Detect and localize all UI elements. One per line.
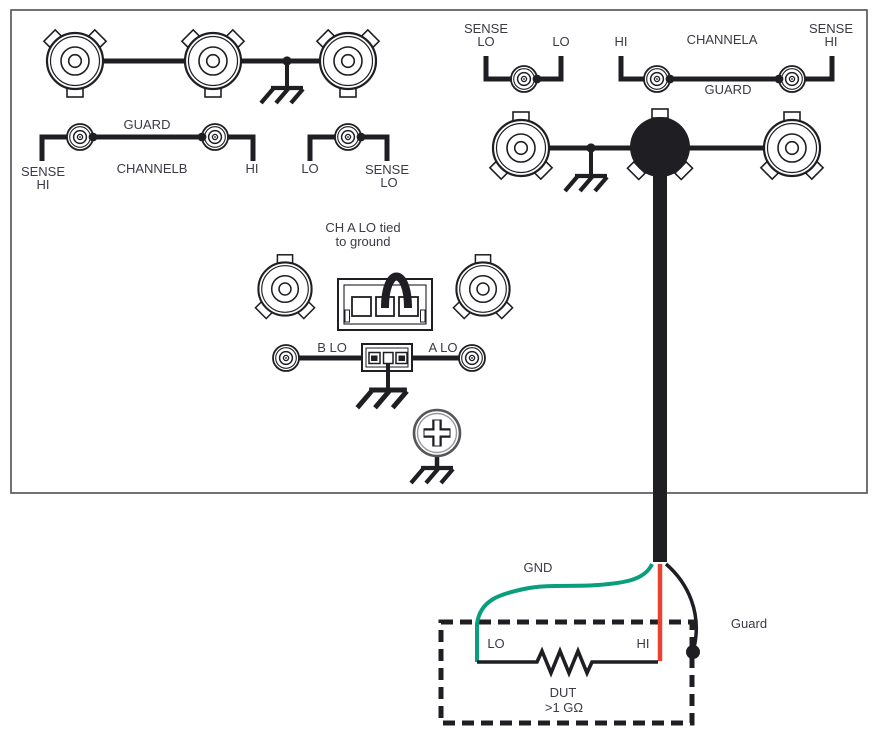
resistor-symbol (477, 646, 658, 678)
gnd-wire (475, 563, 654, 662)
lo-tie-row: B LO A LO (272, 340, 486, 408)
dut-hi-label: HI (637, 636, 650, 651)
sense-lo-label-a2: LO (477, 34, 494, 49)
sense-hi-label-b1: SENSE (21, 164, 65, 179)
gnd-label: GND (524, 560, 553, 575)
block-slot-right (420, 309, 426, 323)
hi-label-a: HI (615, 34, 628, 49)
block-slot-left (344, 309, 350, 323)
sense-hi-label-b2: HI (37, 177, 50, 192)
channel-b-label: CHANNELB (117, 161, 188, 176)
hi-label-b: HI (246, 161, 259, 176)
dut-value-label: >1 GΩ (545, 700, 584, 715)
a-lo-label: A LO (429, 340, 458, 355)
lo-terminal-2 (382, 351, 394, 365)
dut-section: GND Guard LO HI DUT >1 GΩ (438, 560, 767, 726)
ground-screw-section (411, 410, 460, 483)
triax-jack (272, 344, 300, 372)
jumper-wire (381, 272, 412, 309)
dut-lo-label: LO (487, 636, 504, 651)
sense-lo-label-b2: LO (380, 175, 397, 190)
channel-a-row: SENSE LO LO HI CHANNELA SENSE HI GUARD (464, 21, 853, 97)
triax-jack (458, 344, 486, 372)
guard-label-a: GUARD (705, 82, 752, 97)
sense-lo-label-b1: SENSE (365, 162, 409, 177)
sense-lo-label-a1: SENSE (464, 21, 508, 36)
lo-label-a: LO (552, 34, 569, 49)
junction-dot (532, 74, 542, 84)
channel-b-row: GUARD SENSE HI CHANNELB HI LO SENSE LO (21, 117, 409, 192)
dut-box (438, 619, 695, 726)
sense-hi-label-a1: SENSE (809, 21, 853, 36)
lo-contact-right (398, 355, 405, 361)
b-lo-label: B LO (317, 340, 347, 355)
terminal-1 (351, 296, 372, 317)
guard-wire (664, 562, 699, 649)
junction-dot (197, 132, 207, 142)
guard-label: Guard (731, 616, 767, 631)
junction-dot (282, 56, 292, 66)
junction-dot (356, 132, 366, 142)
lo-contact-left (371, 355, 378, 361)
dut-name-label: DUT (550, 685, 577, 700)
jumper-note-line2: to ground (336, 234, 391, 249)
junction-dot (88, 132, 98, 142)
junction-dot (665, 74, 675, 84)
junction-dot (586, 143, 596, 153)
sense-hi-label-a2: HI (825, 34, 838, 49)
guard-terminal-dot (686, 645, 700, 659)
lo-label-b: LO (301, 161, 318, 176)
ground-screw (414, 410, 460, 456)
bnc-row-left (42, 28, 381, 103)
bnc-row-right (488, 108, 825, 562)
jumper-section: CH A LO tied to ground (254, 220, 514, 331)
channel-a-label: CHANNELA (687, 32, 758, 47)
triax-cable (653, 150, 667, 562)
jumper-note-line1: CH A LO tied (325, 220, 400, 235)
guard-label-b: GUARD (124, 117, 171, 132)
junction-dot (774, 74, 784, 84)
